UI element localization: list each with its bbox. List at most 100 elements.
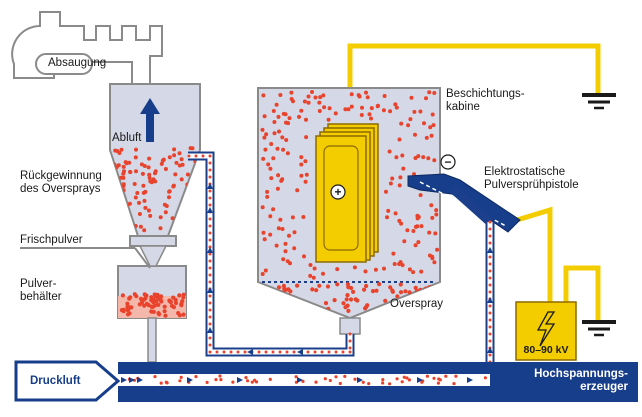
powder-particle	[116, 221, 121, 226]
powder-particle	[397, 218, 402, 223]
powder-particle	[328, 378, 332, 383]
powder-particle	[127, 226, 132, 231]
powder-particle	[364, 283, 369, 289]
powder-particle	[173, 300, 179, 306]
powder-particle	[298, 310, 303, 315]
label-abluft: Abluft	[112, 132, 142, 144]
powder-particle	[138, 224, 143, 229]
flow-arrow-icon	[487, 347, 493, 353]
powder-particle	[370, 289, 376, 294]
powder-particle	[433, 231, 438, 236]
powder-particle	[416, 154, 421, 159]
powder-particle	[187, 154, 191, 158]
powder-particle	[162, 309, 167, 314]
powder-particle	[488, 318, 492, 322]
gun-pipe	[448, 184, 494, 226]
powder-particle	[117, 203, 122, 208]
powder-particle	[158, 297, 163, 302]
powder-particle	[260, 127, 265, 132]
powder-particle	[262, 237, 267, 242]
powder-particle	[208, 322, 212, 326]
powder-particle	[132, 182, 137, 186]
powder-particle	[151, 177, 156, 182]
powder-particle	[179, 177, 184, 182]
powder-particle	[127, 201, 132, 206]
powder-particle	[369, 116, 373, 121]
powder-particle	[134, 169, 138, 174]
powder-particle	[117, 198, 122, 203]
powder-particle	[488, 269, 492, 273]
powder-particle	[208, 168, 212, 172]
powder-particle	[153, 375, 157, 379]
powder-particle	[318, 95, 323, 100]
powder-particle	[322, 105, 327, 110]
powder-particle	[182, 205, 187, 210]
negative-charge-icon: −	[440, 154, 456, 170]
powder-particle	[260, 205, 265, 210]
powder-particle	[416, 240, 421, 245]
powder-particle	[275, 295, 280, 301]
powder-particle	[388, 382, 392, 386]
powder-particle	[208, 189, 212, 193]
powder-particle	[301, 379, 305, 383]
powder-particle	[289, 90, 294, 95]
powder-particle	[194, 190, 199, 195]
powder-particle	[208, 238, 212, 242]
powder-particle	[341, 350, 345, 354]
powder-particle	[310, 287, 315, 292]
powder-particle	[283, 241, 288, 246]
powder-particle	[435, 247, 440, 252]
powder-particle	[250, 380, 254, 384]
pipe-flow-arrows	[207, 183, 493, 355]
powder-particle	[288, 297, 293, 302]
powder-particle	[271, 109, 276, 113]
powder-particle	[398, 175, 403, 180]
powder-particle	[137, 212, 142, 216]
cabin-ground-wire	[347, 43, 601, 95]
spray-gun: −	[407, 154, 521, 233]
powder-particle	[156, 302, 161, 307]
powder-particle	[127, 296, 132, 301]
powder-particle	[194, 174, 199, 179]
flow-arrow-icon	[129, 377, 135, 383]
powder-particle	[408, 117, 413, 122]
powder-particle	[353, 297, 358, 302]
powder-particle	[361, 380, 365, 384]
powder-particle	[292, 306, 297, 311]
powder-particle	[141, 190, 146, 195]
powder-particle	[310, 306, 315, 311]
negative-symbol: −	[444, 155, 451, 169]
powder-particle	[208, 224, 212, 228]
powder-particle	[348, 297, 354, 302]
powder-particle	[409, 95, 414, 100]
generator-ground-wire	[563, 265, 601, 322]
powder-particle	[180, 299, 185, 304]
powder-particle	[397, 137, 402, 142]
flow-arrow-icon	[417, 377, 423, 383]
powder-particle	[327, 106, 332, 111]
powder-particle	[306, 350, 310, 354]
powder-particle	[397, 262, 402, 266]
powder-particle	[208, 259, 212, 263]
powder-particle	[208, 315, 212, 319]
powder-particle	[190, 146, 195, 151]
powder-particle	[393, 102, 398, 107]
powder-particle	[170, 216, 175, 221]
powder-particle	[317, 109, 322, 113]
powder-particle	[134, 294, 139, 299]
powder-particle	[292, 246, 297, 251]
flow-arrow-icon	[137, 377, 143, 383]
powder-particle	[121, 309, 126, 314]
powder-particle	[172, 153, 177, 158]
powder-particle	[426, 156, 431, 161]
powder-particle	[149, 304, 154, 309]
powder-particle	[254, 380, 259, 384]
powder-particle	[274, 243, 279, 248]
powder-particle	[403, 289, 408, 294]
powder-particle	[163, 167, 168, 171]
flow-arrow-icon	[357, 377, 363, 383]
powder-particle	[267, 307, 272, 312]
powder-particle	[425, 291, 430, 296]
powder-particle	[407, 378, 411, 382]
powder-particle	[377, 282, 382, 287]
